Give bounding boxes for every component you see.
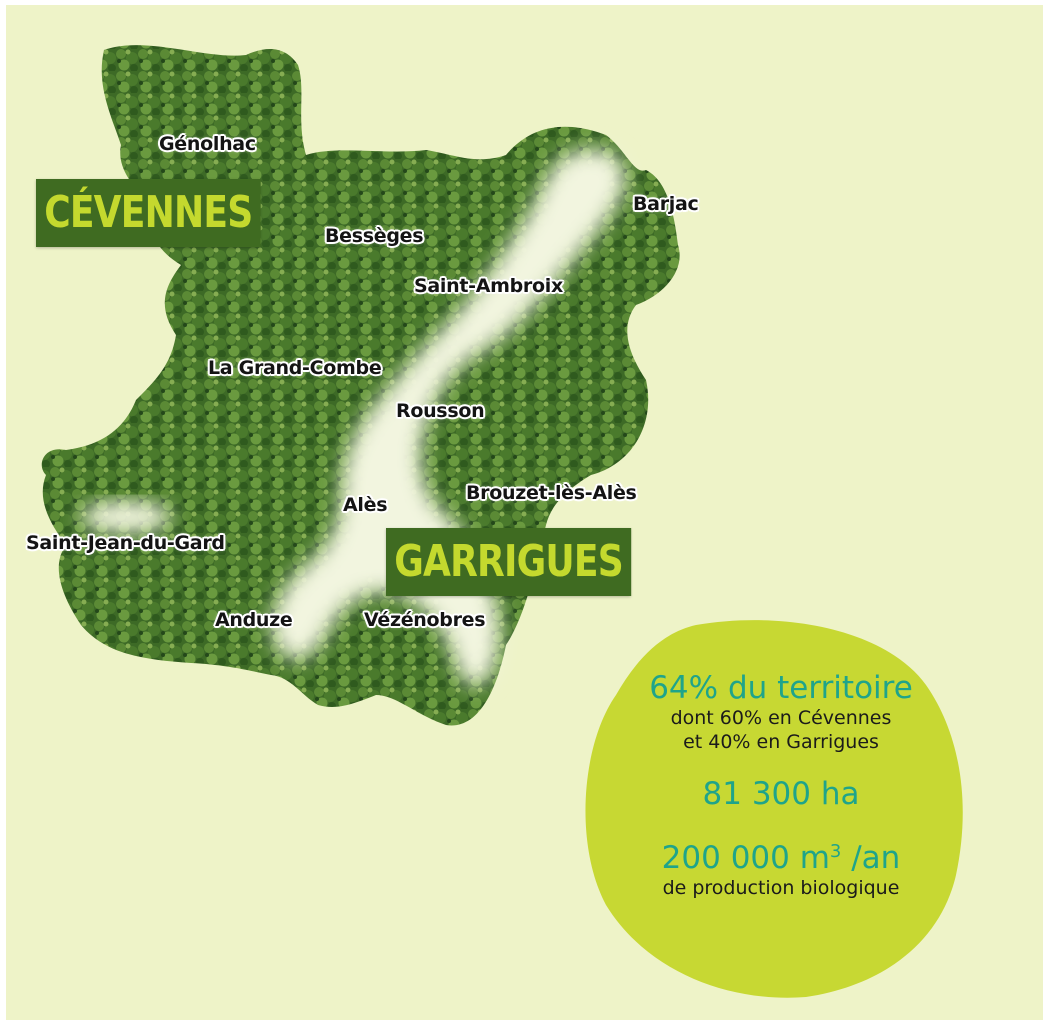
town-label-saint-jean-du-gard: Saint-Jean-du-Gard bbox=[26, 532, 225, 554]
town-label-anduze: Anduze bbox=[215, 609, 293, 631]
town-label-saint-ambroix: Saint-Ambroix bbox=[414, 275, 563, 297]
territory-shape bbox=[41, 45, 680, 726]
stat-production-exponent: 3 bbox=[829, 841, 842, 862]
stats-panel: 64% du territoire dont 60% en Cévennes e… bbox=[616, 670, 946, 900]
stat-production-unit: /an bbox=[841, 840, 901, 876]
town-label-vezenobres: Vézénobres bbox=[364, 609, 486, 631]
region-badge-cevennes: CÉVENNES bbox=[36, 179, 261, 247]
stat-garrigues-share: et 40% en Garrigues bbox=[683, 731, 879, 753]
town-label-genolhac: Génolhac bbox=[159, 133, 256, 155]
clearing-west bbox=[81, 501, 171, 533]
region-badge-garrigues: GARRIGUES bbox=[386, 528, 632, 596]
town-label-besseges: Bessèges bbox=[325, 225, 424, 247]
town-label-ales: Alès bbox=[343, 494, 388, 516]
stat-area: 81 300 ha bbox=[702, 776, 860, 812]
stat-production-label: de production biologique bbox=[662, 877, 900, 899]
stat-territory-share: 64% du territoire bbox=[649, 670, 913, 706]
stat-production-value: 200 000 m bbox=[661, 840, 830, 876]
stat-cevennes-share: dont 60% en Cévennes bbox=[670, 707, 892, 729]
clearing-shape bbox=[272, 149, 626, 686]
town-label-rousson: Rousson bbox=[396, 400, 485, 422]
town-label-la-grand-combe: La Grand-Combe bbox=[208, 357, 382, 379]
town-label-barjac: Barjac bbox=[633, 193, 699, 215]
map-page: CÉVENNES GARRIGUES Génolhac Barjac Bessè… bbox=[6, 5, 1043, 1020]
stat-production: 200 000 m3 /an bbox=[616, 834, 946, 876]
stats-blob bbox=[585, 620, 963, 998]
town-label-brouzet-les-ales: Brouzet-lès-Alès bbox=[466, 482, 637, 504]
